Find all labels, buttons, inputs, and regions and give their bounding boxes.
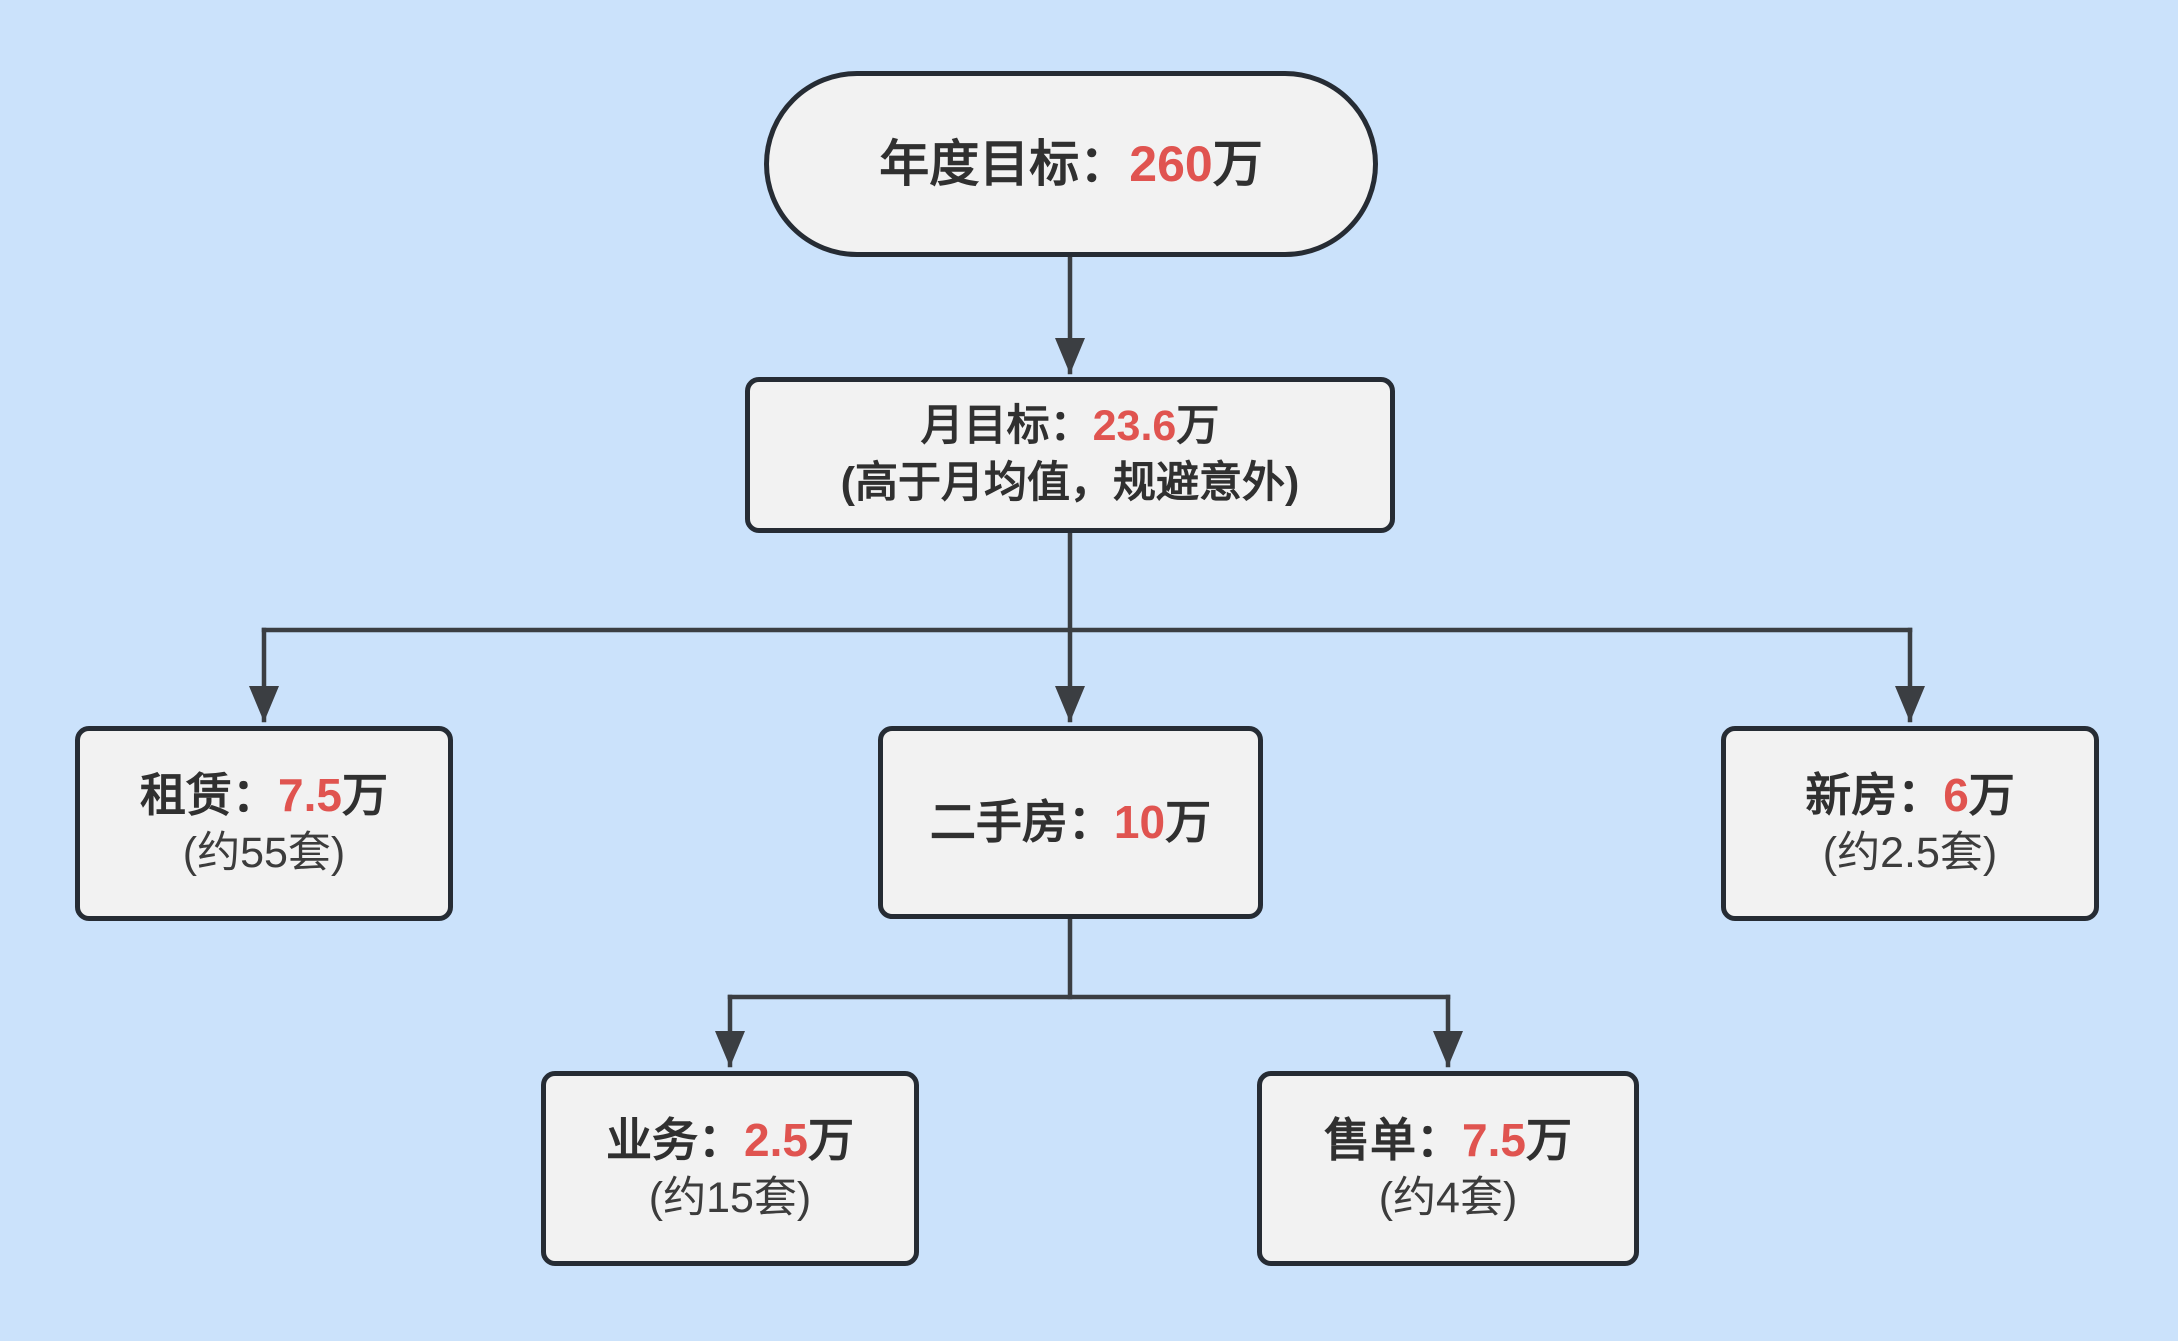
node-unit: 万 (1525, 1113, 1572, 1166)
node-unit: 万 (807, 1113, 854, 1166)
node-business-note: (约15套) (648, 1174, 812, 1223)
node-annual-goal-title: 年度目标：260万 (879, 131, 1262, 197)
node-sale-order-note: (约4套) (1378, 1174, 1518, 1223)
node-rental-title: 租赁：7.5万 (140, 765, 388, 826)
node-label: 月目标： (920, 402, 1093, 451)
node-monthly-goal: 月目标：23.6万 (高于月均值，规避意外) (745, 377, 1395, 533)
node-new-house-note: (约2.5套) (1822, 829, 1998, 878)
node-value: 6 (1943, 768, 1969, 821)
node-label: 租赁： (140, 768, 279, 821)
node-monthly-goal-title: 月目标：23.6万 (921, 398, 1220, 455)
node-sale-order-title: 售单：7.5万 (1324, 1110, 1572, 1171)
node-secondhand-house-title: 二手房：10万 (930, 792, 1211, 853)
node-label: 二手房： (929, 796, 1114, 849)
node-label: 业务： (606, 1113, 745, 1166)
node-value: 10 (1113, 796, 1166, 849)
node-label: 新房： (1805, 768, 1944, 821)
node-unit: 万 (1176, 402, 1220, 451)
node-value: 260 (1129, 136, 1213, 192)
node-sale-order: 售单：7.5万 (约4套) (1257, 1071, 1639, 1266)
node-monthly-goal-note: (高于月均值，规避意外) (840, 459, 1300, 507)
node-unit: 万 (1968, 768, 2015, 821)
node-unit: 万 (1212, 136, 1263, 192)
node-unit: 万 (1165, 796, 1212, 849)
node-value: 2.5 (744, 1113, 808, 1166)
node-label: 年度目标： (879, 136, 1130, 192)
node-label: 售单： (1324, 1113, 1463, 1166)
node-value: 7.5 (1462, 1113, 1526, 1166)
node-annual-goal: 年度目标：260万 (764, 71, 1378, 257)
node-secondhand-house: 二手房：10万 (878, 726, 1263, 919)
node-value: 7.5 (278, 768, 342, 821)
node-new-house: 新房：6万 (约2.5套) (1721, 726, 2099, 921)
node-rental-note: (约55套) (182, 829, 346, 878)
node-rental: 租赁：7.5万 (约55套) (75, 726, 453, 921)
node-business-title: 业务：2.5万 (606, 1110, 854, 1171)
node-unit: 万 (341, 768, 388, 821)
node-new-house-title: 新房：6万 (1805, 765, 2015, 826)
node-business: 业务：2.5万 (约15套) (541, 1071, 919, 1266)
node-value: 23.6 (1092, 402, 1177, 451)
